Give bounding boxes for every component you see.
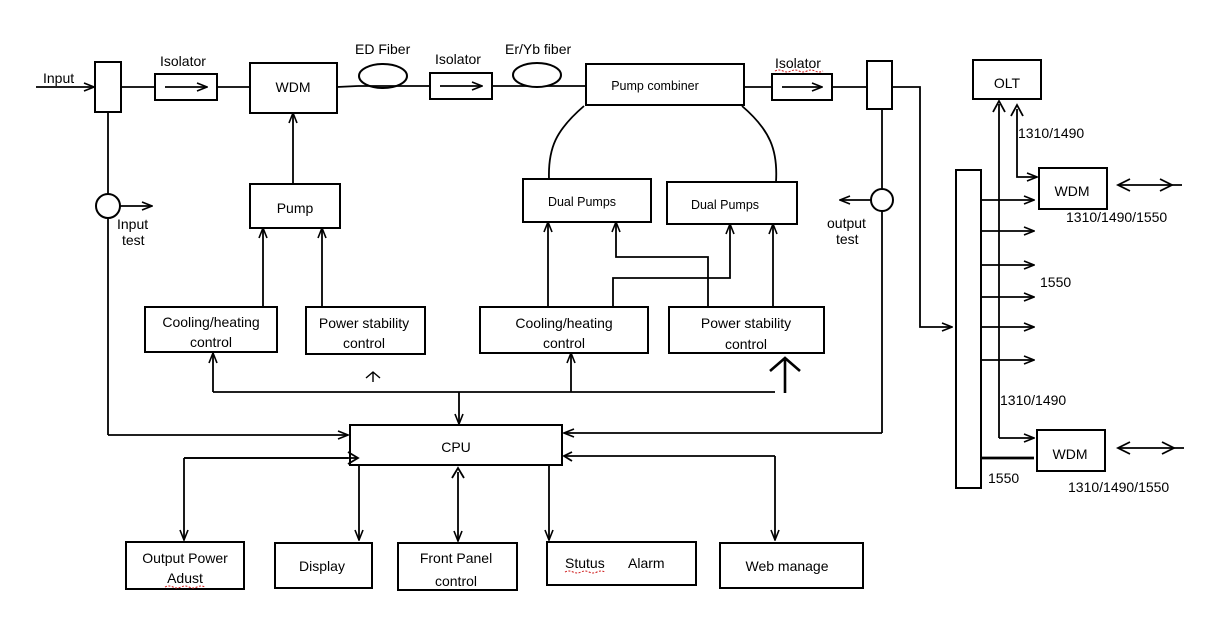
dual-pumps-box-1 [522, 178, 652, 223]
wl-1310-1490-1550-bottom: 1310/1490/1550 [1068, 479, 1169, 495]
web-manage-box [719, 542, 864, 589]
dual-pumps-2-label: Dual Pumps [691, 198, 759, 212]
output-power-label-b: Adust [167, 570, 203, 586]
wdm-right-1-label: WDM [1055, 183, 1090, 199]
power-1-label-a: Power stability [319, 315, 409, 331]
cooling-1-label-a: Cooling/heating [162, 314, 259, 330]
power-stability-control-2 [668, 306, 825, 354]
dual-pumps-box-2 [666, 181, 798, 225]
input-tap-coupler [94, 61, 122, 113]
status-label-b: Alarm [628, 555, 665, 571]
wl-1310-1490-top: 1310/1490 [1018, 125, 1084, 141]
power-stability-control-1 [305, 306, 426, 355]
cpu-label: CPU [441, 439, 471, 455]
front-panel-control-box [397, 542, 518, 591]
wdm-right-box-2 [1036, 429, 1106, 472]
ed-fiber-coil [358, 63, 408, 89]
display-label: Display [299, 558, 345, 574]
dual-pumps-1-label: Dual Pumps [548, 195, 616, 209]
output-power-adjust-box [125, 541, 245, 590]
output-tap-coupler [866, 60, 893, 110]
front-panel-label-a: Front Panel [420, 550, 492, 566]
input-test-label-2: test [122, 232, 145, 248]
status-alarm-box [546, 541, 697, 586]
input-test-detector [95, 193, 121, 219]
pump-box [249, 183, 341, 229]
isolator-2-label: Isolator [435, 51, 481, 67]
front-panel-label-b: control [435, 573, 477, 589]
eryb-fiber-coil [512, 62, 562, 88]
wl-1310-1490-bottom: 1310/1490 [1000, 392, 1066, 408]
output-test-detector [870, 188, 894, 212]
wdm-right-2-label: WDM [1053, 446, 1088, 462]
wl-1550-low: 1550 [988, 470, 1019, 486]
wdm-main-label: WDM [276, 79, 311, 95]
olt-box [972, 59, 1042, 100]
cooling-heating-control-2 [479, 306, 649, 354]
isolator-1-label: Isolator [160, 53, 206, 69]
cooling-2-label-b: control [543, 335, 585, 351]
pump-combiner-box [585, 63, 745, 106]
pump-label: Pump [277, 200, 314, 216]
power-2-label-a: Power stability [701, 315, 791, 331]
cooling-1-label-b: control [190, 334, 232, 350]
isolator-3-label: Isolator [775, 55, 821, 71]
display-box [274, 542, 373, 589]
pump-combiner-label: Pump combiner [611, 79, 699, 93]
output-test-label-1: output [827, 215, 866, 231]
wl-1310-1490-1550-top: 1310/1490/1550 [1066, 209, 1167, 225]
input-test-label-1: Input [117, 216, 148, 232]
ed-fiber-label: ED Fiber [355, 41, 411, 57]
wl-1550-mid: 1550 [1040, 274, 1071, 290]
power-1-label-b: control [343, 335, 385, 351]
eryb-fiber-label: Er/Yb fiber [505, 41, 571, 57]
optical-splitter [955, 169, 982, 489]
isolator-1 [154, 73, 218, 101]
isolator-2 [429, 72, 493, 100]
olt-label: OLT [994, 75, 1021, 91]
wdm-right-box-1 [1038, 167, 1108, 210]
input-label: Input [43, 70, 74, 86]
cooling-2-label-a: Cooling/heating [515, 315, 612, 331]
status-label-a: Stutus [565, 555, 605, 571]
output-test-label-2: test [836, 231, 859, 247]
output-power-label-a: Output Power [142, 550, 228, 566]
web-manage-label: Web manage [745, 558, 828, 574]
isolator-3 [771, 73, 833, 101]
cooling-heating-control-1 [144, 306, 278, 353]
cpu-box [349, 424, 563, 466]
power-2-label-b: control [725, 336, 767, 352]
